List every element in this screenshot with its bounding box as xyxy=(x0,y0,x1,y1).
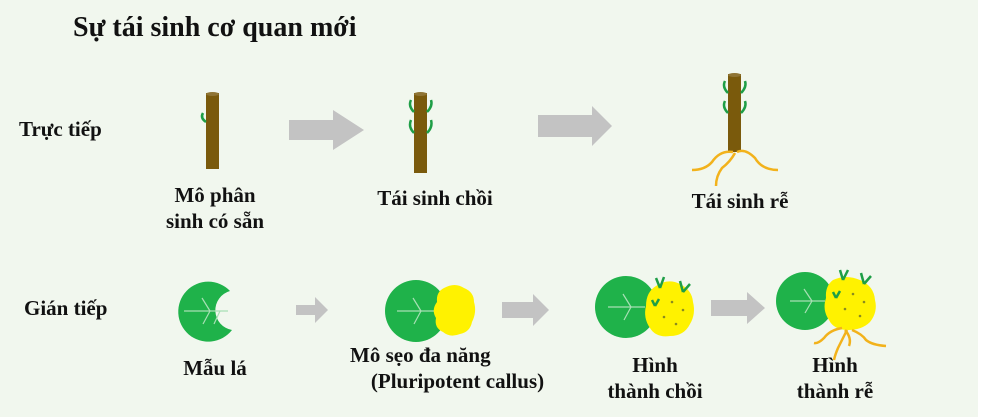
callus-roots-icon xyxy=(776,269,887,361)
caption-line: thành rễ xyxy=(796,379,874,403)
caption-pluripotent-callus: Mô sẹo đa năng (Pluripotent callus) xyxy=(340,342,575,394)
arrow-icon xyxy=(502,294,549,326)
caption-shoot-formation: Hình thành chồi xyxy=(590,352,720,404)
caption-line: Mẫu lá xyxy=(183,356,247,380)
callus-shoots-icon xyxy=(595,276,694,338)
caption-shoot-regeneration: Tái sinh chồi xyxy=(355,185,515,211)
leaf-disc-icon xyxy=(178,281,232,342)
arrow-icon xyxy=(289,110,364,150)
caption-line: thành chồi xyxy=(607,379,703,403)
stem-shoots-icon xyxy=(408,92,433,173)
caption-line: (Pluripotent callus) xyxy=(370,369,545,393)
arrow-icon xyxy=(711,292,765,324)
stem-roots-icon xyxy=(691,73,779,187)
row-label-direct: Trực tiếp xyxy=(19,117,102,141)
arrow-icon xyxy=(538,106,612,146)
stem-bud-icon xyxy=(200,92,219,169)
caption-line: sinh có sẵn xyxy=(165,209,265,233)
caption-line: Tái sinh rễ xyxy=(691,189,789,213)
caption-line: Mô phân xyxy=(174,183,256,207)
caption-line: Tái sinh chồi xyxy=(377,186,493,210)
caption-root-regeneration: Tái sinh rễ xyxy=(665,188,815,214)
row-label-indirect: Gián tiếp xyxy=(24,296,108,320)
caption-line: Hình xyxy=(632,353,678,377)
diagram-title: Sự tái sinh cơ quan mới xyxy=(73,12,357,43)
leaf-callus-icon xyxy=(385,280,476,342)
caption-root-formation: Hình thành rễ xyxy=(770,352,900,404)
caption-line: Mô sẹo đa năng xyxy=(350,343,491,367)
arrow-icon xyxy=(296,297,328,323)
caption-existing-meristem: Mô phân sinh có sẵn xyxy=(140,182,290,234)
caption-leaf-sample: Mẫu lá xyxy=(150,355,280,381)
